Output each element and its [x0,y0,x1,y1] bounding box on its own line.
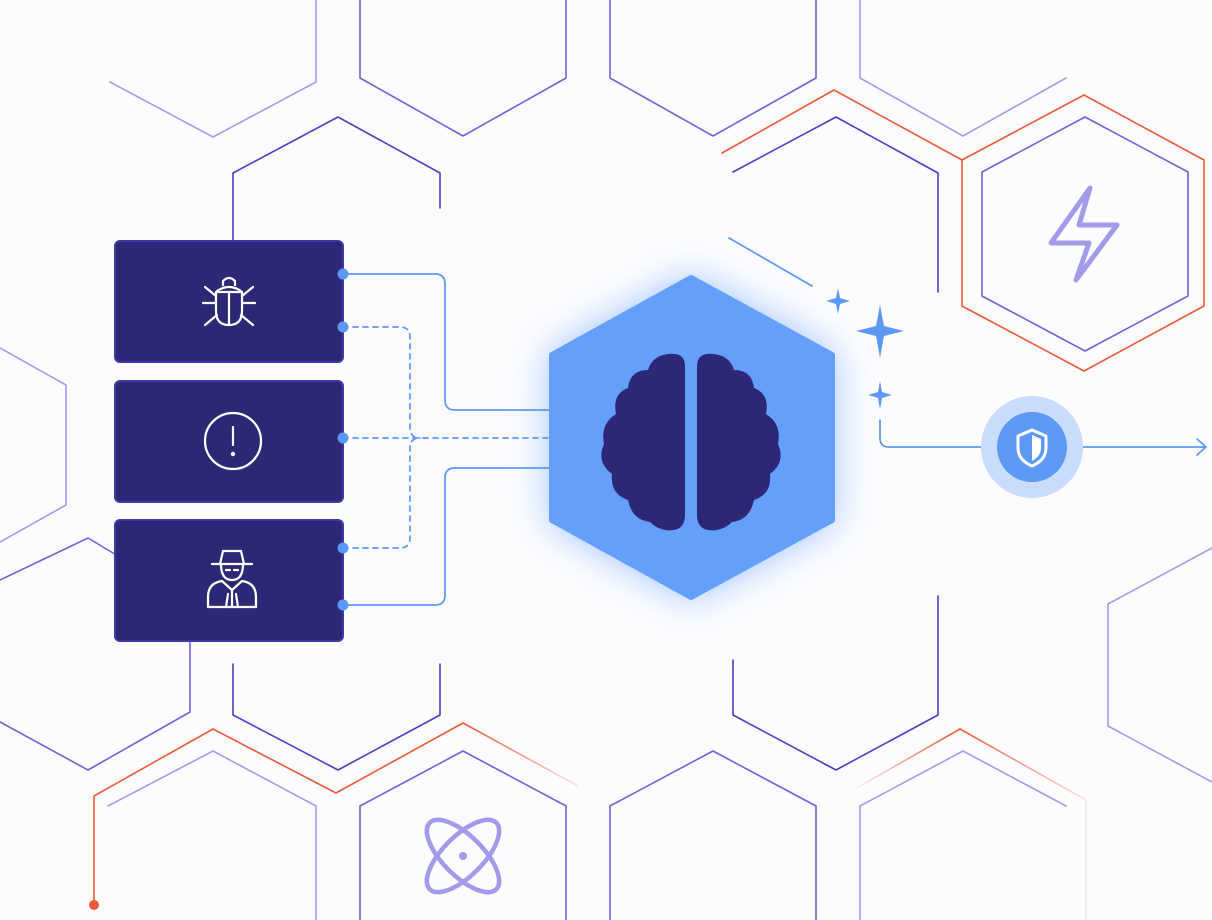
threat-cards [114,240,349,642]
grid-hex [109,0,317,138]
port-dot [337,432,349,444]
grid-hex [0,639,191,771]
core-hexagon [549,275,835,600]
signal-streak [728,237,813,287]
grid-hex [981,116,1189,352]
wire-spy-dashed [342,437,421,549]
wire-bug-dashed [342,326,421,439]
threat-card-bug[interactable] [114,240,344,363]
shield-icon [1016,428,1048,468]
grid-hex [609,750,817,920]
brain-icon [601,353,781,531]
port-dot [337,268,349,280]
grid-hex [721,89,1205,372]
grid-hex [359,0,567,137]
grid-hex [1107,547,1212,783]
grid-hex [859,750,1067,920]
port-dot [337,542,349,554]
grid-hex [847,728,961,794]
grid-hex [93,722,464,905]
atom-icon [424,817,502,895]
threat-card-alert[interactable] [114,380,344,503]
arrow-right-icon [1196,438,1207,456]
wire-bug-to-core [342,273,553,411]
grid-hex [232,663,441,771]
grid-hex [732,595,939,771]
grid-hex [959,728,1087,920]
grid-hex [859,0,1067,137]
grid-hex [462,722,579,787]
grid-hex [609,0,817,137]
grid-hex [732,116,939,293]
bug-icon [201,276,257,327]
grid-hex [107,750,317,920]
card-port-dots [337,268,349,611]
lightning-icon [1048,185,1120,283]
grid-hex [359,750,567,920]
ai-core[interactable] [549,275,835,600]
wire-core-to-output [879,419,1206,448]
connector-wires [342,237,1207,606]
sparkle-icon [856,305,904,358]
spy-icon [206,549,258,609]
orange-node-dot [89,900,99,910]
grid-hex [0,537,119,581]
port-dot [337,321,349,333]
sparkle-icon [826,288,850,314]
threat-card-spy[interactable] [114,519,344,642]
alert-circle-icon [203,411,263,471]
port-dot [337,599,349,611]
grid-hex [0,347,67,543]
wire-spy-to-core [342,467,553,606]
output-shield[interactable] [981,396,1083,498]
sparkle-icon [868,381,892,409]
sparkles [826,288,904,409]
grid-hex [232,116,441,241]
